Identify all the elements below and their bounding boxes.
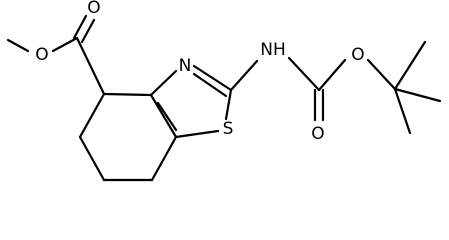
bond-nh-carbonyl-c (287, 56, 321, 92)
bond-c5-c6 (78, 135, 106, 182)
chemical-structure-diagram: O O N S NH O O (6, 0, 442, 182)
bond-c4-c5 (78, 92, 106, 139)
atom-label-thiazole-s: S (223, 119, 234, 139)
bond-c2-nh (229, 59, 259, 92)
atom-label-ester-o-single: O (35, 45, 48, 65)
bond-c3a-n (149, 69, 178, 97)
bond-s-c7a (174, 129, 220, 139)
bond-c2-s (224, 88, 233, 121)
atom-label-amide-nh: NH (260, 40, 286, 60)
atom-label-thiazole-n: N (179, 56, 192, 76)
bond-n-c2-a (192, 64, 233, 92)
methyl-ester-group (6, 14, 106, 96)
atom-label-carbamate-o-single: O (351, 45, 364, 65)
bond-o-tert-c (366, 58, 397, 91)
bond-n-c2-b (192, 72, 228, 98)
boc-carbamate-group (229, 40, 442, 135)
bond-carbonyl-double-b (80, 18, 96, 44)
bond-tert-c-methyl-top (393, 40, 427, 91)
bond-c3a-c7a-double (156, 101, 178, 132)
atom-label-ester-o-double: O (87, 0, 100, 18)
bond-c7-c7a (150, 135, 178, 182)
bond-carbonyl-double-a (72, 14, 88, 40)
atom-label-carbamate-o-double: O (311, 124, 324, 144)
bond-carbonyl-c4 (75, 36, 106, 96)
bond-c3a-c4 (102, 92, 153, 97)
cyclohexene-ring (78, 92, 178, 182)
bond-carbonyl-c-o (317, 58, 347, 92)
bond-o-carbonyl-c (51, 36, 79, 53)
bond-methyl-o (6, 38, 30, 53)
bond-tert-c-methyl-right (393, 87, 442, 103)
bond-c3a-c7a-single (149, 93, 178, 139)
bond-tert-c-methyl-bottom (393, 87, 412, 135)
thiazole-ring (149, 64, 233, 139)
